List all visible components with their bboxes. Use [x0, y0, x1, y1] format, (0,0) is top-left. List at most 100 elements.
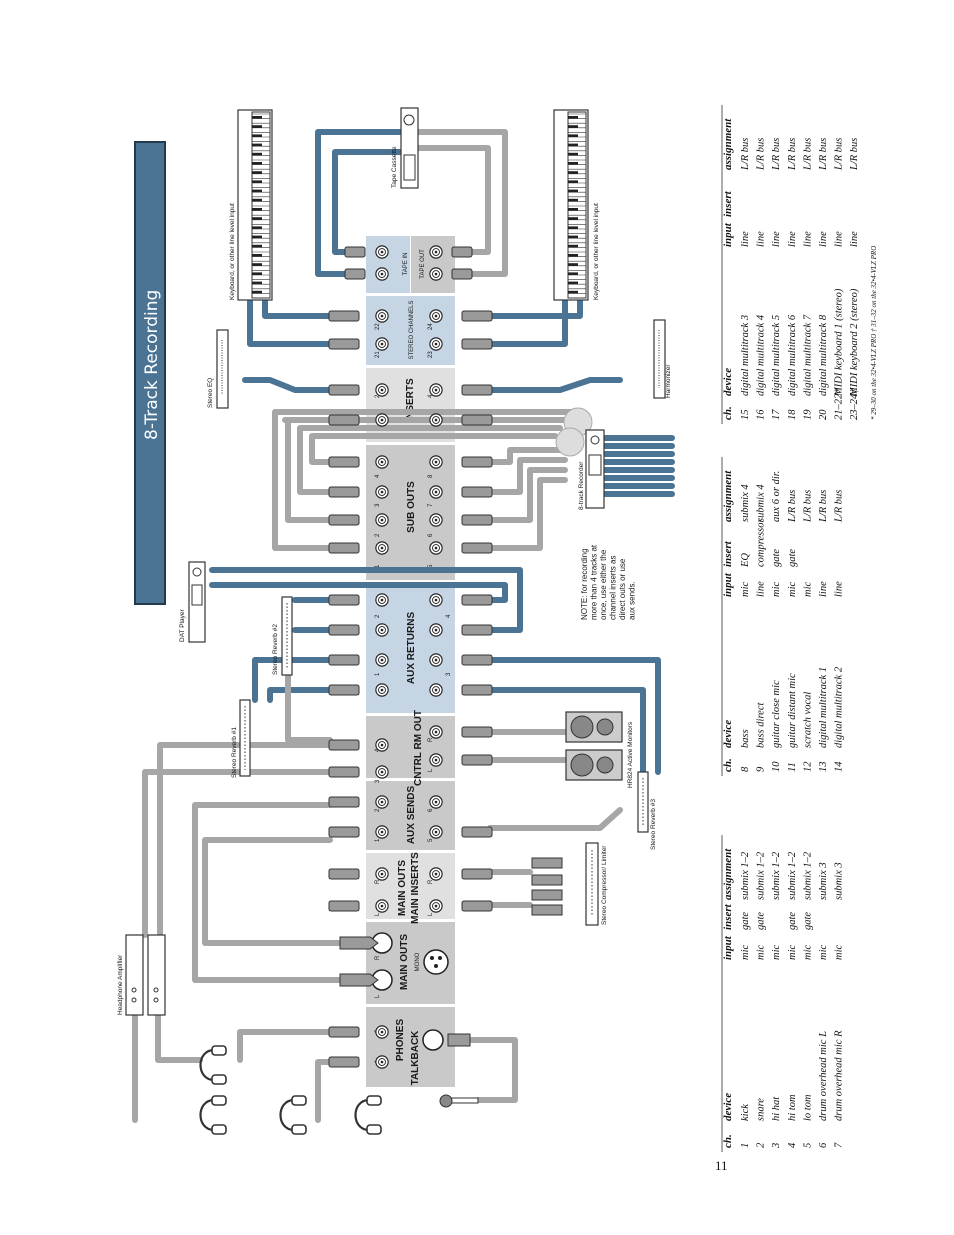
comp-plug-4 — [531, 904, 563, 916]
table-cell: 17 — [771, 409, 782, 420]
panel-jack — [375, 653, 389, 667]
table-header: input — [722, 222, 734, 247]
cable-plug — [328, 514, 360, 526]
mono-xlr-jack — [423, 949, 449, 975]
cable-phones-2 — [237, 1029, 333, 1063]
comp-plug-1 — [531, 857, 563, 869]
table-cell: mic — [771, 945, 782, 961]
table-cell: mic — [802, 582, 813, 598]
lbl-as-3: 3 — [375, 779, 381, 783]
panel-jack — [429, 683, 443, 697]
stereo-reverb-1: Stereo Reverb #1 — [231, 699, 251, 778]
table-cell: line — [756, 231, 767, 247]
talkback-xlr-plug — [447, 1033, 471, 1047]
cable-so-8 — [487, 447, 568, 465]
keyboard-black-key — [252, 125, 262, 128]
headphone-icon-1 — [199, 1045, 228, 1085]
cable-plug — [328, 654, 360, 666]
cable-as-4-hp — [157, 742, 333, 938]
cable-as-rev2 — [285, 672, 333, 743]
panel-jack — [429, 337, 443, 351]
keyboard-black-key — [252, 254, 262, 257]
keyboard-black-key — [568, 244, 578, 248]
table-cell: scratch vocal — [802, 692, 813, 748]
cable-as5 — [487, 807, 623, 831]
label-stereo-reverb-2: Stereo Reverb #2 — [272, 624, 279, 675]
panel-jack — [429, 867, 443, 881]
panel-jack — [429, 653, 443, 667]
panel-jack — [375, 795, 389, 809]
keyboard-black-key — [568, 162, 578, 165]
table-header: ch. — [722, 1134, 734, 1148]
table-cell: 1 — [740, 1143, 751, 1148]
cable-plug — [328, 310, 360, 322]
keyboard-black-key — [252, 244, 262, 248]
label-harmonizer: Harmonizer — [665, 364, 672, 398]
label-stereo-reverb-1: Stereo Reverb #1 — [231, 727, 238, 778]
cable-plug — [461, 826, 493, 838]
cable-plug — [461, 594, 493, 606]
table-header: device — [722, 720, 734, 748]
cable-plug — [328, 594, 360, 606]
table-cell: line — [849, 231, 860, 247]
comp-plug-3 — [531, 889, 563, 901]
table-cell: L/R bus — [818, 138, 829, 171]
label-mono: MONO — [415, 952, 421, 971]
label-dat-player: DAT Player — [179, 609, 186, 642]
keyboard-black-key — [252, 116, 262, 119]
table-cell: snare — [756, 1098, 767, 1121]
cable-plug — [461, 338, 493, 350]
lbl-so-8: 8 — [428, 474, 434, 478]
panel-jack — [429, 825, 443, 839]
table-cell: MIDI keyboard 2 (stereo) — [849, 288, 860, 397]
cable-plug — [328, 542, 360, 554]
cable-hp-amp-b — [155, 1012, 203, 1063]
table-cell: bass — [740, 729, 751, 748]
lbl-mo-r: R — [375, 879, 381, 884]
plugs — [328, 246, 493, 1068]
cable-rev3-l — [489, 657, 661, 775]
table-cell: submix 1–2 — [771, 851, 782, 900]
keyboard-black-key — [568, 180, 578, 183]
keyboard-black-key — [568, 272, 578, 275]
table-header: ch. — [722, 406, 734, 420]
label-main-outs: MAIN OUTS — [397, 860, 408, 916]
cable-tape-in-l — [315, 129, 405, 277]
table-cell: L/R bus — [849, 138, 860, 171]
keyboard-black-key — [568, 290, 578, 294]
cable-plug — [328, 739, 360, 751]
keyboard-black-key — [252, 189, 262, 193]
table-header: assignment — [722, 118, 734, 170]
panel-jack — [429, 593, 443, 607]
table-cell: 12 — [802, 761, 813, 772]
headphone-icon-4 — [354, 1095, 383, 1135]
lbl-so-2: 2 — [375, 533, 381, 537]
table-cell: gate — [787, 912, 798, 930]
table-cell: line — [818, 581, 829, 597]
cable-plug — [328, 456, 360, 468]
cable-tape-out-l — [415, 129, 508, 277]
lbl-sc-24: 24 — [428, 323, 434, 330]
table-cell: compressor — [756, 517, 767, 567]
table-cell: L/R bus — [787, 490, 798, 523]
title-bar: 8-Track Recording — [134, 141, 166, 605]
keyboard-black-key — [568, 263, 578, 266]
note-line: aux sends. — [628, 581, 637, 620]
table-header: input — [722, 572, 734, 597]
panel-jack — [429, 245, 443, 259]
table-cell: L/R bus — [802, 138, 813, 171]
keyboard-black-key — [568, 208, 578, 211]
cable-so-5 — [487, 477, 568, 551]
table-cell: digital multitrack 2 — [834, 666, 845, 748]
keyboard-black-key — [252, 263, 262, 266]
panel-jack — [375, 267, 389, 281]
lbl-sc-22: 22 — [375, 323, 381, 330]
cable-plug — [328, 338, 360, 350]
label-keyboard-1: Keyboard, or other line level input — [229, 203, 236, 300]
label-stereo-channels: STEREO CHANNELS — [409, 300, 415, 359]
keyboard-black-key — [252, 235, 262, 239]
cable-plug — [328, 796, 360, 808]
dat-player: DAT Player — [179, 561, 206, 643]
keyboard-black-key — [252, 208, 262, 211]
headphone-icon-2 — [199, 1095, 228, 1135]
